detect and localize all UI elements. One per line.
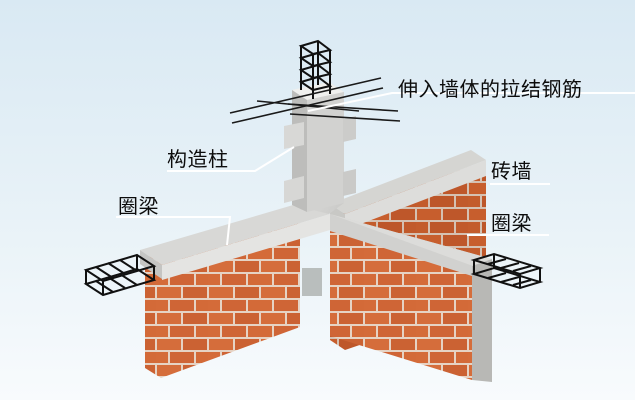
- right-ring-beam-top: [330, 214, 492, 276]
- constructional-column-label: 构造柱: [167, 147, 229, 171]
- column-toothing-2: [284, 176, 304, 203]
- rear-ring-beam-top: [330, 150, 486, 214]
- column-toothing-1: [284, 122, 304, 149]
- left-ring-beam-rebar: [83, 253, 157, 297]
- left-ring-beam-label: 圈梁: [118, 194, 159, 218]
- column-toothing-4: [343, 169, 356, 196]
- constructional-column-face: [307, 92, 344, 212]
- brick-wall-label: 砖墙: [491, 159, 532, 183]
- right-ring-beam-upper: [300, 203, 492, 266]
- leader-lines: [116, 92, 635, 246]
- left-ring-beam-face: [162, 214, 330, 280]
- right-brick-wall: [330, 230, 472, 380]
- tie-bars: [229, 77, 401, 124]
- column-lower-joint: [302, 268, 322, 296]
- column-rebar-cage: [298, 39, 333, 99]
- left-ring-beam-top: [140, 203, 330, 265]
- tie-bars-label: 伸入墙体的拉结钢筋: [398, 77, 583, 101]
- column-toothing-3: [343, 116, 356, 142]
- rear-ring-beam-face: [345, 160, 486, 230]
- right-ring-beam-end: [472, 259, 492, 382]
- right-ring-beam-rebar: [470, 252, 544, 290]
- right-ring-beam-label: 圈梁: [491, 211, 532, 235]
